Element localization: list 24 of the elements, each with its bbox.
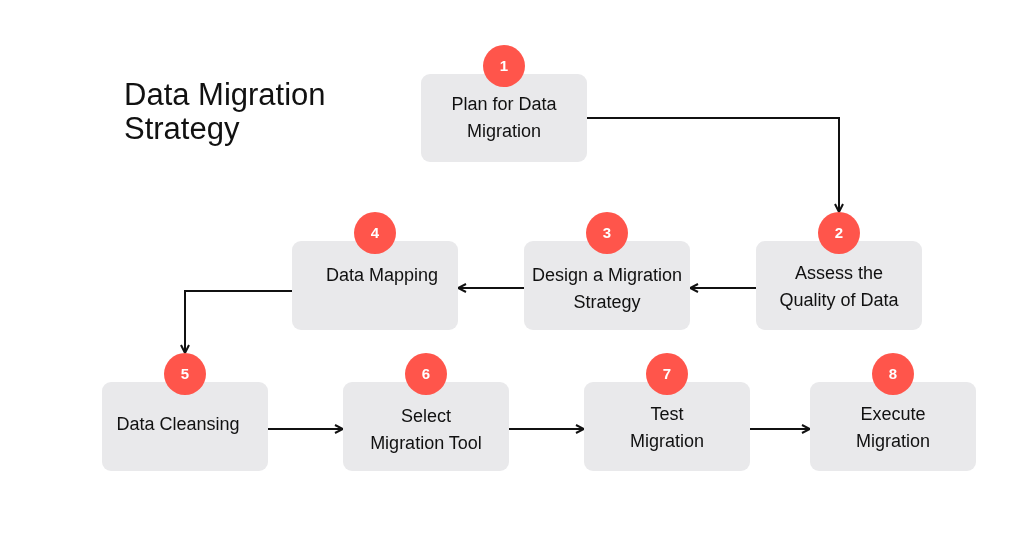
step-number-badge: 2 xyxy=(818,212,860,254)
arrow xyxy=(689,283,757,293)
arrow xyxy=(267,424,344,434)
step-number-badge: 8 xyxy=(872,353,914,395)
step-number-badge: 7 xyxy=(646,353,688,395)
step-number-badge: 3 xyxy=(586,212,628,254)
arrow xyxy=(180,290,293,354)
step-label: Design a Migration Strategy xyxy=(530,263,684,314)
step-number-badge: 5 xyxy=(164,353,206,395)
arrow xyxy=(508,424,585,434)
step-number-badge: 6 xyxy=(405,353,447,395)
arrow xyxy=(749,424,811,434)
step-label: Plan for Data Migration xyxy=(450,92,558,143)
step-number-badge: 4 xyxy=(354,212,396,254)
step-label: Assess the Quality of Data xyxy=(778,261,900,312)
step-label: Select Migration Tool xyxy=(369,404,483,455)
step-label: Data Mapping xyxy=(324,263,440,287)
step-label: Data Cleansing xyxy=(115,412,241,436)
arrow xyxy=(457,283,525,293)
step-label: Test Migration xyxy=(629,402,705,453)
step-number-badge: 1 xyxy=(483,45,525,87)
diagram-title: Data Migration Strategy xyxy=(124,78,327,146)
arrow xyxy=(586,117,844,213)
step-label: Execute Migration xyxy=(855,402,931,453)
